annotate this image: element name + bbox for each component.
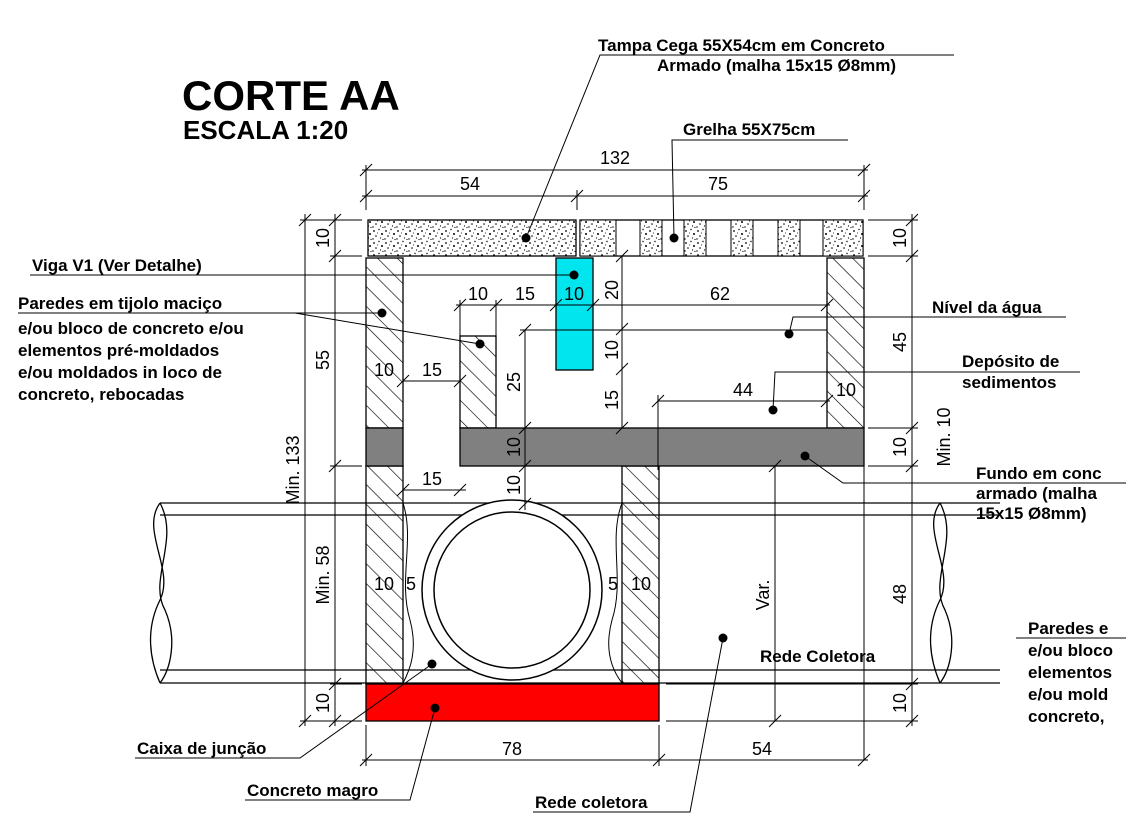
dim-left-min58: Min. 58 — [313, 545, 333, 604]
dim-right-10-top: 10 — [890, 228, 910, 248]
dim-10-b: 10 — [564, 284, 584, 304]
junction-pipe-inner — [433, 511, 591, 669]
dim-right-10-bottom: 10 — [890, 693, 910, 713]
label-fundo-1: Fundo em conc — [976, 464, 1102, 483]
dim-10-e: 10 — [504, 475, 524, 495]
dim-15-b: 15 — [602, 390, 622, 410]
grate — [579, 219, 864, 257]
dim-left-min133: Min. 133 — [283, 435, 303, 504]
dim-15-bottom: 15 — [422, 469, 442, 489]
label-grelha: Grelha 55X75cm — [683, 120, 815, 139]
label-paredes-right-5: concreto, — [1028, 707, 1105, 726]
dim-left-10-top: 10 — [313, 228, 333, 248]
label-paredes-right-1: Paredes e — [1028, 619, 1108, 638]
label-deposito-2: sedimentos — [962, 373, 1056, 392]
dim-top-left: 54 — [460, 174, 480, 194]
left-wall-upper — [365, 257, 404, 429]
label-deposito-1: Depósito de — [962, 352, 1059, 371]
dim-top-right: 75 — [708, 174, 728, 194]
dim-20: 20 — [602, 280, 622, 300]
label-paredes-2: e/ou bloco de concreto e/ou — [18, 319, 244, 338]
dim-lines-inner — [396, 298, 834, 497]
dim-62: 62 — [710, 284, 730, 304]
dim-right-min10: Min. 10 — [934, 407, 954, 466]
label-paredes-3: elementos pré-moldados — [18, 341, 219, 360]
drawing-title: CORTE AA — [182, 72, 400, 119]
label-viga: Viga V1 (Ver Detalhe) — [32, 256, 202, 275]
blind-lid — [367, 219, 577, 257]
dim-44: 44 — [733, 380, 753, 400]
collector-pipe — [149, 502, 1000, 684]
label-tampa-2: Armado (malha 15x15 Ø8mm) — [657, 56, 896, 75]
label-caixa-juncao: Caixa de junção — [137, 739, 266, 758]
dim-bottom-54: 54 — [752, 739, 772, 759]
label-paredes-1: Paredes em tijolo maciço — [18, 294, 222, 313]
dim-lines-top — [359, 163, 871, 210]
dim-10-c: 10 — [602, 340, 622, 360]
label-paredes-right-4: e/ou mold — [1028, 685, 1108, 704]
label-paredes-4: e/ou moldados in loco de — [18, 363, 222, 382]
dim-bottom-78: 78 — [502, 739, 522, 759]
inner-baffle-wall — [459, 335, 497, 429]
dim-15-a: 15 — [515, 284, 535, 304]
label-fundo-2: armado (malha — [976, 484, 1097, 503]
label-paredes-5: concreto, rebocadas — [18, 385, 184, 404]
dim-left-10-bottom: 10 — [313, 693, 333, 713]
label-tampa-1: Tampa Cega 55X54cm em Concreto — [598, 36, 885, 55]
dim-right-10-slab: 10 — [890, 437, 910, 457]
left-wall-lower — [365, 465, 404, 685]
dim-lines-vertical-inner — [518, 249, 629, 511]
dim-right-45: 45 — [890, 332, 910, 352]
label-rede-coletora-bottom: Rede coletora — [535, 793, 648, 812]
dim-10-pipe-right: 10 — [631, 574, 651, 594]
dim-lines-left — [298, 213, 362, 728]
label-rede-coletora-right: Rede Coletora — [760, 647, 876, 666]
leader-lines — [18, 54, 1126, 813]
label-nivel-agua: Nível da água — [932, 298, 1042, 317]
drawing-scale: ESCALA 1:20 — [183, 115, 348, 145]
dim-total-width: 132 — [600, 148, 630, 168]
dim-lines-right — [666, 213, 919, 760]
dim-10-d: 10 — [836, 380, 856, 400]
dim-10-a: 10 — [468, 284, 488, 304]
dim-lines-bottom — [359, 725, 871, 767]
dim-25: 25 — [504, 372, 524, 392]
dim-15-left: 15 — [422, 360, 442, 380]
right-wall-upper — [826, 257, 865, 429]
dim-right-48: 48 — [890, 584, 910, 604]
dim-10-left: 10 — [374, 360, 394, 380]
lean-concrete — [365, 683, 660, 722]
dim-5-left: 5 — [406, 574, 416, 594]
label-paredes-right-3: elementos — [1028, 663, 1112, 682]
dim-var: Var. — [753, 580, 773, 611]
dim-10-pipe-left: 10 — [374, 574, 394, 594]
dim-10-slab: 10 — [504, 437, 524, 457]
label-fundo-3: 15x15 Ø8mm) — [976, 504, 1087, 523]
dim-left-55: 55 — [313, 350, 333, 370]
label-concreto-magro: Concreto magro — [247, 781, 378, 800]
label-paredes-right-2: e/ou bloco — [1028, 641, 1113, 660]
floor-slab-left — [365, 427, 404, 467]
dim-5-right: 5 — [608, 574, 618, 594]
floor-slab — [459, 427, 865, 467]
